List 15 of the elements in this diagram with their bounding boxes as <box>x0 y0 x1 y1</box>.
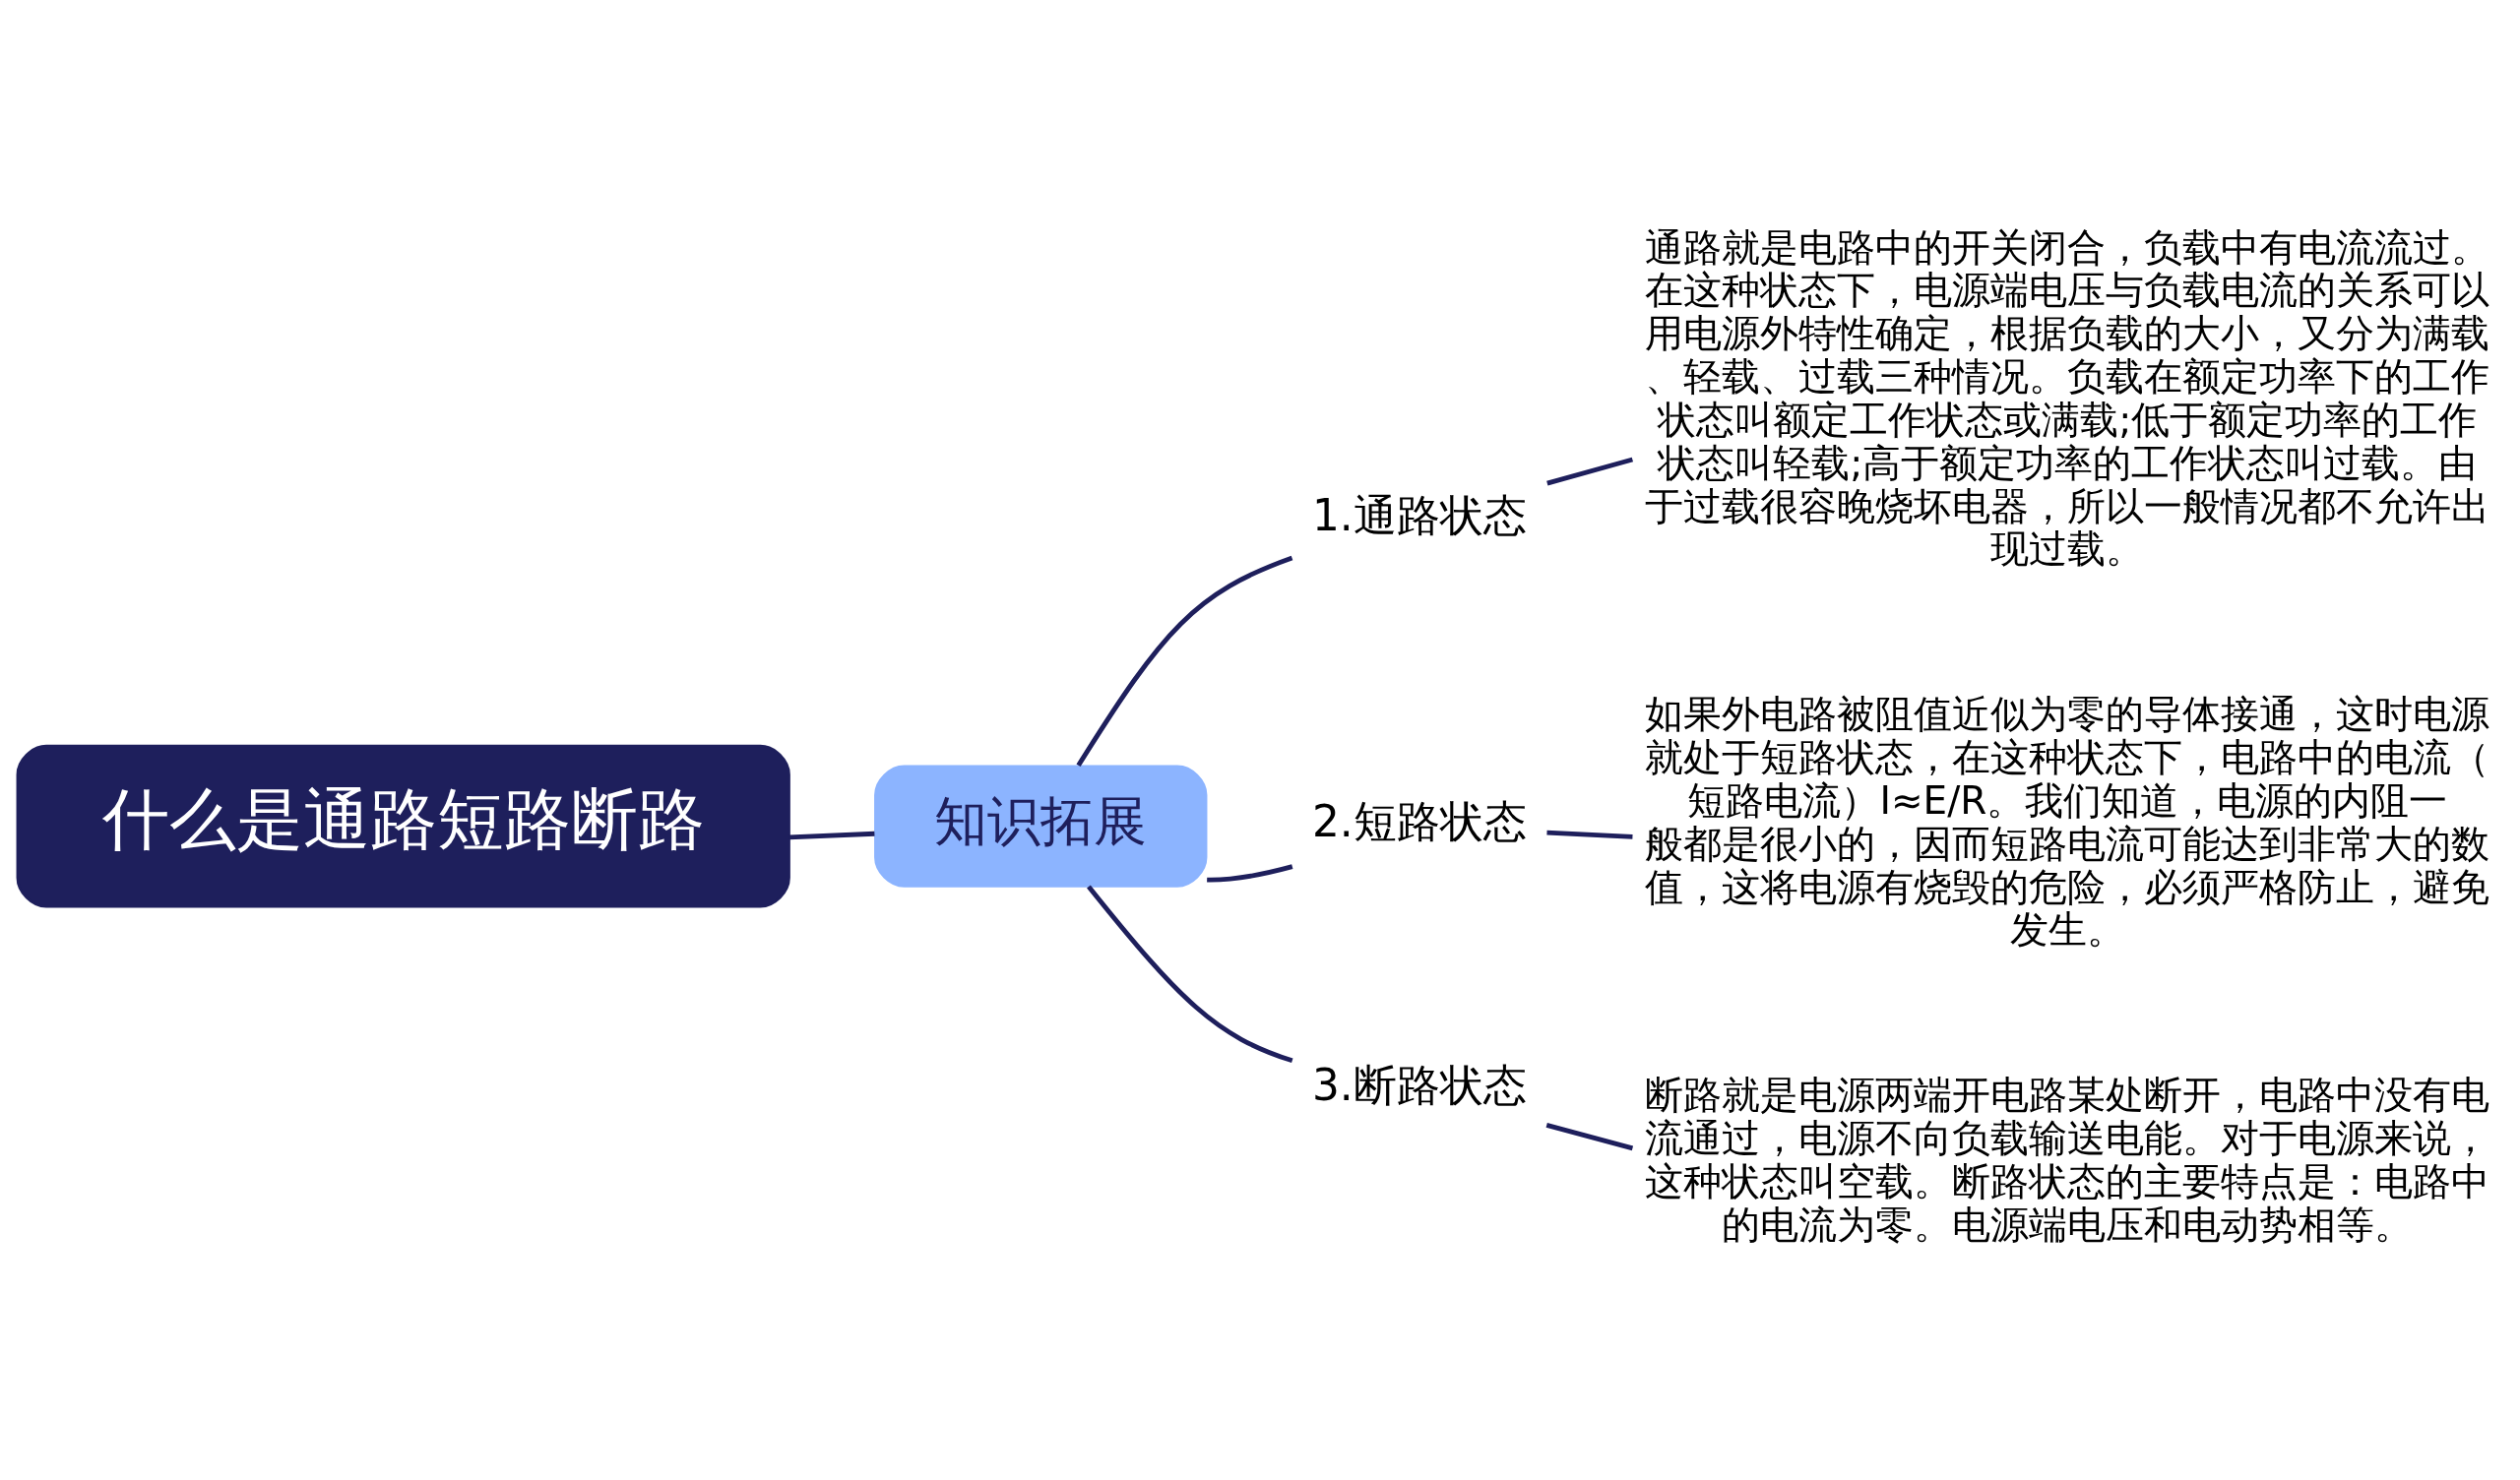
connector <box>1545 1122 1634 1151</box>
connector <box>1546 457 1634 486</box>
node-text: 1.通路状态 <box>1311 489 1527 540</box>
node-text: 如果外电路被阻值近似为零的导体接通，这时电源就处于短路状态，在这种状态下，电路中的电流（短路电流）I≈E/R。我们知道，电源的内阻一般都是很小的，因而短路电流可能达到非常大的数值，这将电源有烧毁的危险，必须严格防止，避免发生。 <box>1645 692 2490 953</box>
node-text: 2.短路状态 <box>1311 796 1527 847</box>
connector <box>1087 885 1293 1064</box>
connector <box>1546 830 1633 839</box>
node-text: 3.断路状态 <box>1311 1060 1527 1111</box>
node-box: 什么是通路短路断路 <box>16 744 790 908</box>
node-box: 知识拓展 <box>874 765 1208 888</box>
connector <box>1207 864 1293 883</box>
node-text: 断路就是电源两端开电路某处断开，电路中没有电流通过，电源不向负载输送电能。对于电源来说，这种状态叫空载。断路状态的主要特点是：电路中的电流为零。电源端电压和电动势相等。 <box>1645 1073 2490 1247</box>
node-text: 通路就是电路中的开关闭合，负载中有电流流过。在这种状态下，电源端电压与负载电流的关系可以用电源外特性确定，根据负载的大小，又分为满载、轻载、过载三种情况。负载在额定功率下的工作状态叫额定工作状态或满载;低于额定功率的工作状态叫轻载;高于额定功率的工作状态叫过载。由于过载很容晚烧坏电器，所以一般情况都不允许出现过载。 <box>1645 224 2490 572</box>
connector <box>788 831 875 840</box>
connector <box>1076 555 1293 768</box>
